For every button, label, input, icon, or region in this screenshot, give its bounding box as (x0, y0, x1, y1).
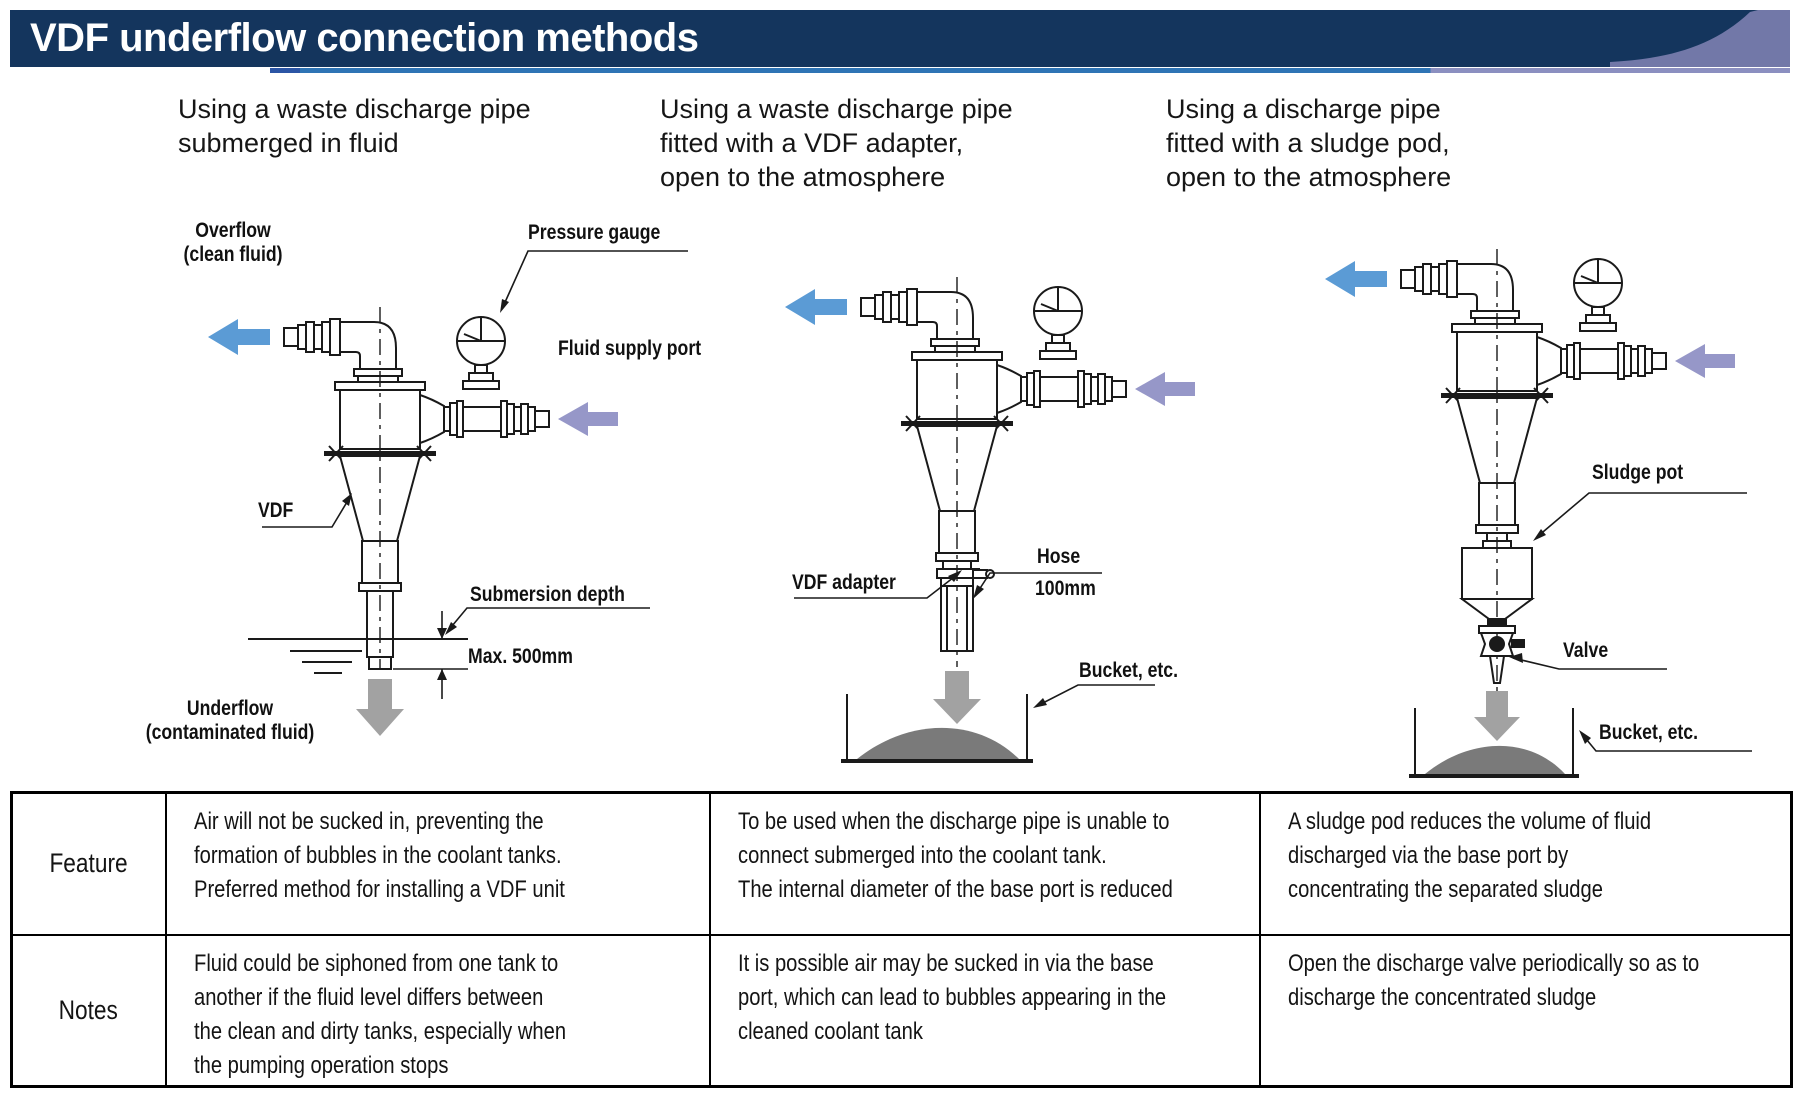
pressure-gauge-icon (456, 316, 506, 390)
diagram-2-drawing (785, 277, 1195, 763)
vdf-body (911, 351, 1022, 420)
feature-row-label: Feature (10, 791, 167, 936)
overflow-arrow-icon (208, 319, 270, 355)
leader-lines (262, 250, 688, 635)
overflow-arrow-icon (785, 289, 847, 325)
bucket-part (1409, 708, 1579, 778)
underflow-arrow-icon (1474, 691, 1520, 741)
comparison-table: Feature Air will not be sucked in, preve… (10, 791, 1793, 1088)
diagram-1-drawing (208, 250, 688, 736)
overflow-arrow-icon (1325, 261, 1387, 297)
vdf-body (334, 381, 445, 450)
fluid-surface (248, 638, 468, 674)
notes-cell-2: It is possible air may be sucked in via … (708, 933, 1261, 1088)
header-swoosh-decoration (1610, 10, 1790, 67)
pressure-gauge-icon (1033, 286, 1083, 360)
overflow-elbow-pipe (283, 318, 403, 383)
feature-cell-2: To be used when the discharge pipe is un… (708, 791, 1261, 936)
feature-cell-3: A sludge pod reduces the volume of fluid… (1258, 791, 1793, 936)
submersion-dimension (393, 611, 468, 699)
fluid-supply-arrow-icon (558, 402, 618, 436)
bucket-part (841, 694, 1033, 763)
label-submersion-depth: Submersion depth (470, 583, 625, 606)
page-title: VDF underflow connection methods (30, 16, 699, 60)
label-sludge-pot: Sludge pot (1592, 461, 1684, 484)
vdf-body (1451, 323, 1562, 392)
notes-cell-1: Fluid could be siphoned from one tank to… (164, 933, 711, 1088)
method-1-heading: Using a waste discharge pipe submerged i… (178, 94, 531, 158)
fluid-supply-arrow-icon (1675, 344, 1735, 378)
inlet-tee-pipe (1560, 342, 1667, 380)
underflow-arrow-icon (356, 679, 404, 736)
table-row-notes: Notes Fluid could be siphoned from one t… (10, 933, 1793, 1088)
label-hose-size: 100mm (1035, 577, 1096, 600)
leader-lines (794, 570, 1155, 708)
title-bar: VDF underflow connection methods (10, 10, 1790, 67)
label-underflow: Underflow (contaminated fluid) (145, 697, 315, 744)
label-max-depth: Max. 500mm (468, 645, 573, 668)
header-accent-line (10, 68, 1790, 73)
fluid-supply-arrow-icon (1135, 372, 1195, 406)
label-fluid-supply-port: Fluid supply port (558, 337, 702, 360)
inlet-tee-pipe (1020, 370, 1127, 408)
leader-lines (1509, 492, 1752, 752)
overflow-elbow-pipe (860, 288, 980, 353)
underflow-arrow-icon (933, 671, 981, 724)
method-3-heading: Using a discharge pipe fitted with a slu… (1166, 94, 1452, 192)
table-row-feature: Feature Air will not be sucked in, preve… (10, 791, 1793, 936)
notes-cell-3: Open the discharge valve periodically so… (1258, 933, 1793, 1088)
diagram-3-drawing (1325, 249, 1752, 778)
diagram-method-1: Overflow (clean fluid) Pressure gauge Fl… (130, 219, 790, 779)
label-overflow: Overflow (clean fluid) (183, 219, 283, 266)
label-hose: Hose (1037, 545, 1081, 568)
label-vdf-adapter: VDF adapter (792, 571, 896, 594)
label-bucket: Bucket, etc. (1079, 659, 1179, 682)
notes-row-label: Notes (10, 933, 167, 1088)
method-2-heading: Using a waste discharge pipe fitted with… (660, 94, 1013, 192)
label-pressure-gauge: Pressure gauge (528, 221, 661, 244)
inlet-tee-pipe (443, 400, 550, 438)
label-bucket: Bucket, etc. (1599, 721, 1699, 744)
overflow-elbow-pipe (1400, 260, 1520, 325)
diagram-method-2: VDF adapter Hose 100mm Bucket, etc. (707, 219, 1367, 779)
feature-cell-1: Air will not be sucked in, preventing th… (164, 791, 711, 936)
vdf-adapter-part (936, 560, 995, 587)
pressure-gauge-icon (1573, 258, 1623, 332)
diagram-method-3: Sludge pot Valve Bucket, etc. (1247, 191, 1800, 791)
label-valve: Valve (1563, 639, 1609, 662)
label-vdf: VDF (258, 499, 294, 522)
